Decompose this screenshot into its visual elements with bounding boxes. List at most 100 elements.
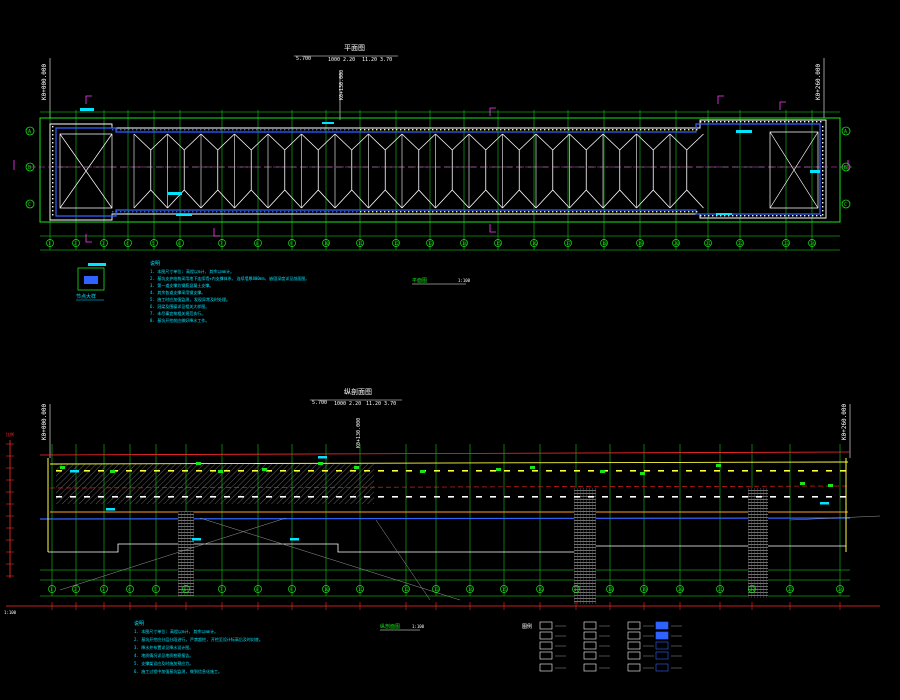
- profile-marker: [420, 470, 425, 473]
- plan-wall-hatch: [52, 121, 824, 217]
- profile-pile-3: [748, 488, 768, 598]
- plan-wall-dot: [652, 129, 654, 131]
- plan-wall-dot: [52, 170, 54, 172]
- profile-axis-bubble: [500, 585, 508, 593]
- plan-wall-dot: [512, 211, 514, 213]
- plan-station-left: K0+000.000: [41, 63, 48, 100]
- plan-wall-dot: [256, 211, 258, 213]
- profile-tag: [290, 538, 299, 541]
- plan-axis-label: 22: [738, 241, 743, 246]
- profile-ground-line: [39, 451, 851, 456]
- plan-axis-bubble: [124, 239, 132, 247]
- plan-wall-dot: [796, 215, 798, 217]
- profile-strut-seg: [798, 496, 804, 498]
- plan-wall-dot: [440, 211, 442, 213]
- plan-wall-dot: [608, 129, 610, 131]
- plan-wall-dot: [516, 211, 518, 213]
- plan-strut: [368, 133, 403, 209]
- plan-wall-dot: [640, 129, 642, 131]
- profile-axis-bubble: [100, 585, 108, 593]
- plan-wall-dot: [572, 129, 574, 131]
- plan-wall-dot: [52, 138, 54, 140]
- plan-station-right: K0+260.000: [815, 63, 822, 100]
- plan-wall-dot: [524, 129, 526, 131]
- plan-wall-dot: [232, 129, 234, 131]
- plan-wall-dot: [328, 129, 330, 131]
- plan-wall-dot: [224, 129, 226, 131]
- legend-swatch: [627, 651, 641, 660]
- plan-wall-dot: [380, 211, 382, 213]
- plan-wall-dot: [288, 211, 290, 213]
- profile-strut-seg: [714, 496, 720, 498]
- profile-strut-seg: [98, 496, 104, 498]
- plan-axis-label: 7: [220, 241, 223, 246]
- detail-block: 节点大样: [76, 263, 106, 301]
- plan-wall-dot: [168, 129, 170, 131]
- plan-wall-dot: [52, 154, 54, 156]
- profile-strut-seg: [182, 496, 188, 498]
- profile-strut-seg: [588, 496, 594, 498]
- profile-axis-label: 4: [128, 587, 131, 592]
- profile-axis-bubble: [466, 585, 474, 593]
- plan-wall-dot: [148, 129, 150, 131]
- profile-axis-bubble: [676, 585, 684, 593]
- plan-wall-dot: [52, 190, 54, 192]
- profile-strut-seg: [224, 496, 230, 498]
- detail-label: 节点大样: [76, 293, 96, 300]
- plan-wall-dot: [480, 129, 482, 131]
- plan-wall-dot: [296, 129, 298, 131]
- plan-wall-dot: [140, 211, 142, 213]
- plan-header: 平面图 5.700 1000 2.20 11.20 3.70 K0+000.00…: [41, 44, 825, 120]
- profile-strut-seg: [154, 470, 160, 472]
- notes-bottom-line-1: 1. 本图尺寸单位: 高程以m计, 其余以mm计。: [134, 628, 218, 634]
- plan-strut: [468, 133, 503, 209]
- plan-wall-dot: [772, 121, 774, 123]
- profile-station-mid: K0+130.000: [356, 418, 362, 448]
- plan-wall-dot: [200, 211, 202, 213]
- plan-diaphragm-wall: [39, 117, 841, 223]
- profile-strut-seg: [392, 496, 398, 498]
- plan-wall-dot: [160, 129, 162, 131]
- profile-strut-seg: [518, 470, 524, 472]
- profile-axis-label: 19: [642, 587, 647, 592]
- profile-strut-seg: [560, 496, 566, 498]
- profile-strut-seg: [238, 470, 244, 472]
- plan-axis-label: 11: [358, 241, 363, 246]
- plan-wall-dot: [748, 121, 750, 123]
- plan-wall-dot: [180, 211, 182, 213]
- plan-wall-dot: [744, 121, 746, 123]
- plan-wall-dot: [792, 121, 794, 123]
- plan-wall-dot: [348, 211, 350, 213]
- plan-wall-dot: [284, 129, 286, 131]
- profile-axis-label: 6: [184, 587, 187, 592]
- plan-wall-dot: [616, 211, 618, 213]
- notes-top-line-6: 6. 冠梁及围檩详见相关大样图。: [150, 303, 209, 309]
- plan-wall-dot: [822, 206, 824, 208]
- profile-strut-seg: [126, 470, 132, 472]
- plan-wall-dot: [512, 129, 514, 131]
- plan-wall-dot: [120, 211, 122, 213]
- profile-strut-seg: [756, 496, 762, 498]
- profile-pile-2: [574, 488, 596, 604]
- profile-strut-seg: [812, 470, 818, 472]
- profile-axis-label: 10: [324, 587, 329, 592]
- plan-axis-bubble: [564, 239, 572, 247]
- plan-wall-dot: [592, 129, 594, 131]
- plan-wall-dot: [740, 121, 742, 123]
- plan-wall-dot: [144, 129, 146, 131]
- profile-strut-seg: [700, 470, 706, 472]
- profile-note-left: 5.700: [312, 400, 327, 406]
- plan-wall-dot: [672, 129, 674, 131]
- plan-axis-bubble: [254, 239, 262, 247]
- plan-wall-dot: [212, 129, 214, 131]
- plan-wall-dot: [52, 162, 54, 164]
- plan-wall-dot: [268, 211, 270, 213]
- plan-wall-dot: [640, 211, 642, 213]
- plan-axis-label: 12: [394, 241, 399, 246]
- plan-wall-dot: [308, 211, 310, 213]
- plan-wall-dot: [340, 211, 342, 213]
- plan-wall-dot: [572, 211, 574, 213]
- profile-axis-bubble: [432, 585, 440, 593]
- plan-wall-dot: [524, 211, 526, 213]
- detail-fill: [84, 276, 98, 284]
